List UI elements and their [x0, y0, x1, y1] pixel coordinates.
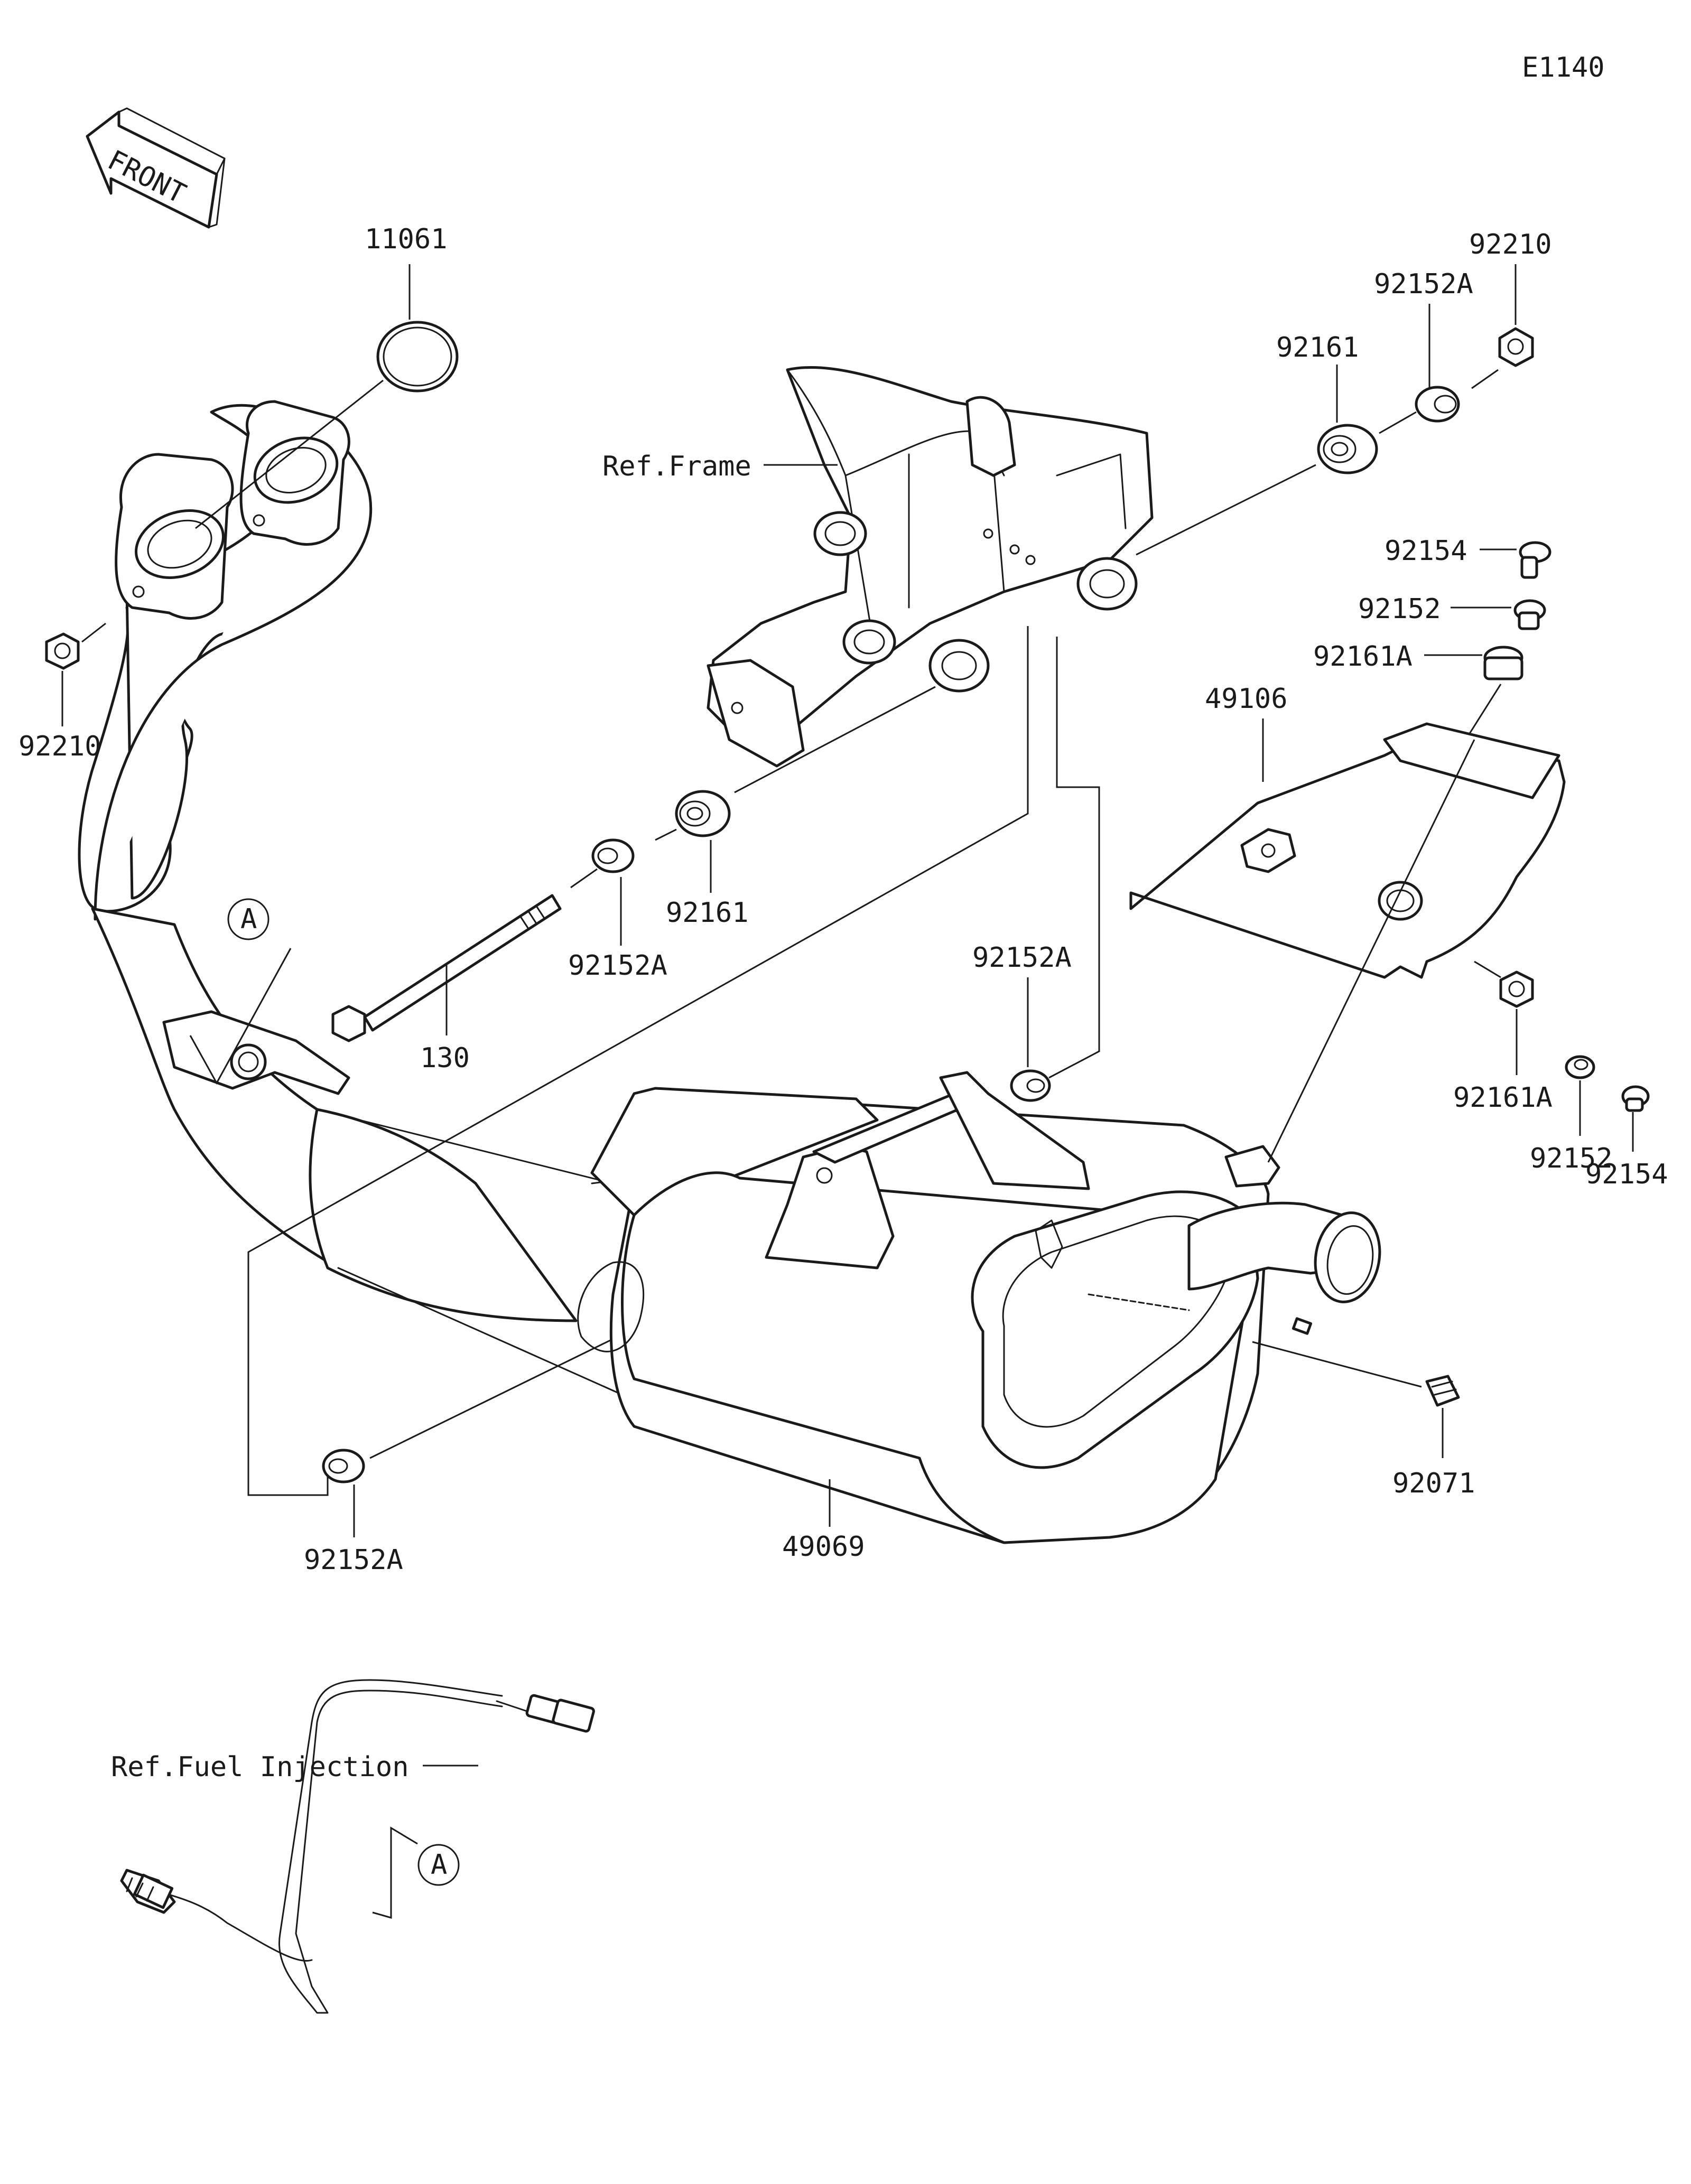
collar-cover-top	[1513, 599, 1546, 630]
label-bolt-cover-top: 92154	[1385, 535, 1467, 567]
grommet-cover-bottom	[1499, 970, 1534, 1008]
label-collar-right-top: 92152A	[1374, 268, 1473, 300]
callout-a-top-label: A	[240, 903, 257, 935]
label-bolt-cover-bottom: 92154	[1585, 1159, 1668, 1190]
label-collar-left: 92152A	[568, 950, 667, 982]
callout-a-top	[227, 898, 270, 940]
label-collar-bottom: 92152A	[304, 1544, 403, 1576]
cover	[1129, 722, 1566, 979]
collar-right-top	[1415, 386, 1460, 423]
front-arrow-icon: FRONT	[86, 107, 226, 229]
label-grommet-right-top: 92161	[1276, 332, 1359, 363]
nut-left	[45, 632, 80, 670]
oxygen-sensor-harness	[120, 1679, 595, 2014]
label-grommet-left: 92161	[666, 897, 749, 929]
label-collar-cover-bottom: 92152	[1530, 1143, 1613, 1174]
label-collar-cover-top: 92152	[1358, 593, 1441, 625]
bolt-cover-top	[1519, 541, 1551, 579]
grommet-right-top	[1317, 424, 1378, 474]
label-nut-right: 92210	[1469, 229, 1552, 260]
grommet-left	[675, 790, 731, 837]
bolt-cover-bottom	[1621, 1085, 1650, 1112]
collar-cover-bottom	[1565, 1055, 1595, 1079]
frame-reference	[707, 366, 1154, 768]
callout-a-bottom-label: A	[431, 1849, 447, 1881]
nut-right	[1498, 327, 1534, 367]
label-bolt: 130	[420, 1042, 470, 1074]
collar-mid	[1010, 1069, 1051, 1102]
label-cap: 92071	[1392, 1468, 1475, 1499]
collar-left	[591, 838, 635, 873]
cap	[1425, 1375, 1460, 1407]
gasket	[376, 321, 459, 393]
label-grommet-cover-top: 92161A	[1313, 641, 1413, 673]
label-ref-fuel-injection: Ref.Fuel Injection	[111, 1751, 409, 1783]
label-grommet-cover-bottom: 92161A	[1453, 1082, 1553, 1114]
callout-a-bottom	[417, 1844, 460, 1886]
grommet-cover-top	[1483, 646, 1523, 680]
muffler	[577, 1071, 1381, 1544]
exhaust-header-pipe	[78, 400, 635, 1401]
diagram-code: E1140	[1522, 52, 1605, 83]
label-gasket: 11061	[365, 223, 448, 255]
label-cover: 49106	[1205, 683, 1288, 715]
collar-bottom	[322, 1449, 365, 1483]
label-muffler: 49069	[782, 1531, 865, 1563]
bolt-long	[331, 894, 562, 1042]
label-ref-frame: Ref.Frame	[602, 451, 751, 482]
label-nut-left: 92210	[18, 731, 101, 762]
label-collar-mid: 92152A	[972, 942, 1072, 974]
